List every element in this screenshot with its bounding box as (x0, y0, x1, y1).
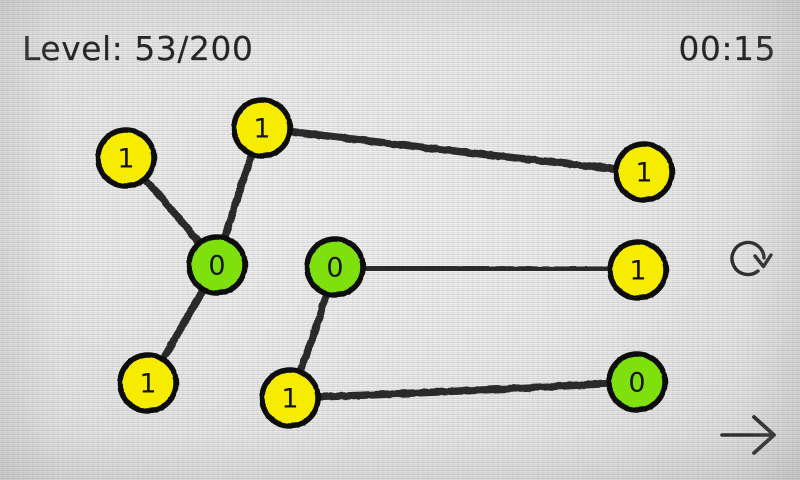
graph-node[interactable]: 1 (613, 141, 675, 203)
restart-circular-arrow-icon (730, 240, 773, 277)
node-circle[interactable] (231, 97, 293, 159)
hud: Level: 53/200 00:15 (0, 0, 800, 86)
graph-node[interactable]: 0 (186, 234, 248, 296)
restart-button[interactable] (722, 232, 778, 288)
graph-edge[interactable] (286, 378, 641, 402)
node-circle[interactable] (186, 234, 248, 296)
graph-node[interactable]: 1 (95, 127, 157, 189)
level-indicator: Level: 53/200 (22, 29, 254, 68)
arrow-right-icon (720, 415, 776, 455)
node-circle[interactable] (259, 367, 321, 429)
node-circle[interactable] (606, 351, 668, 413)
node-circle[interactable] (607, 239, 669, 301)
graph-node[interactable]: 0 (606, 351, 668, 413)
graph-edge[interactable] (331, 263, 642, 274)
graph-node[interactable]: 1 (117, 352, 179, 414)
graph-node[interactable]: 0 (304, 236, 366, 298)
node-circle[interactable] (304, 236, 366, 298)
graph-node[interactable]: 1 (259, 367, 321, 429)
graph-edge[interactable] (258, 124, 648, 176)
next-level-button[interactable] (716, 410, 782, 460)
node-circle[interactable] (613, 141, 675, 203)
node-circle[interactable] (95, 127, 157, 189)
graph-node[interactable]: 1 (607, 239, 669, 301)
graph-node[interactable]: 1 (231, 97, 293, 159)
node-circle[interactable] (117, 352, 179, 414)
timer-display: 00:15 (678, 29, 776, 68)
